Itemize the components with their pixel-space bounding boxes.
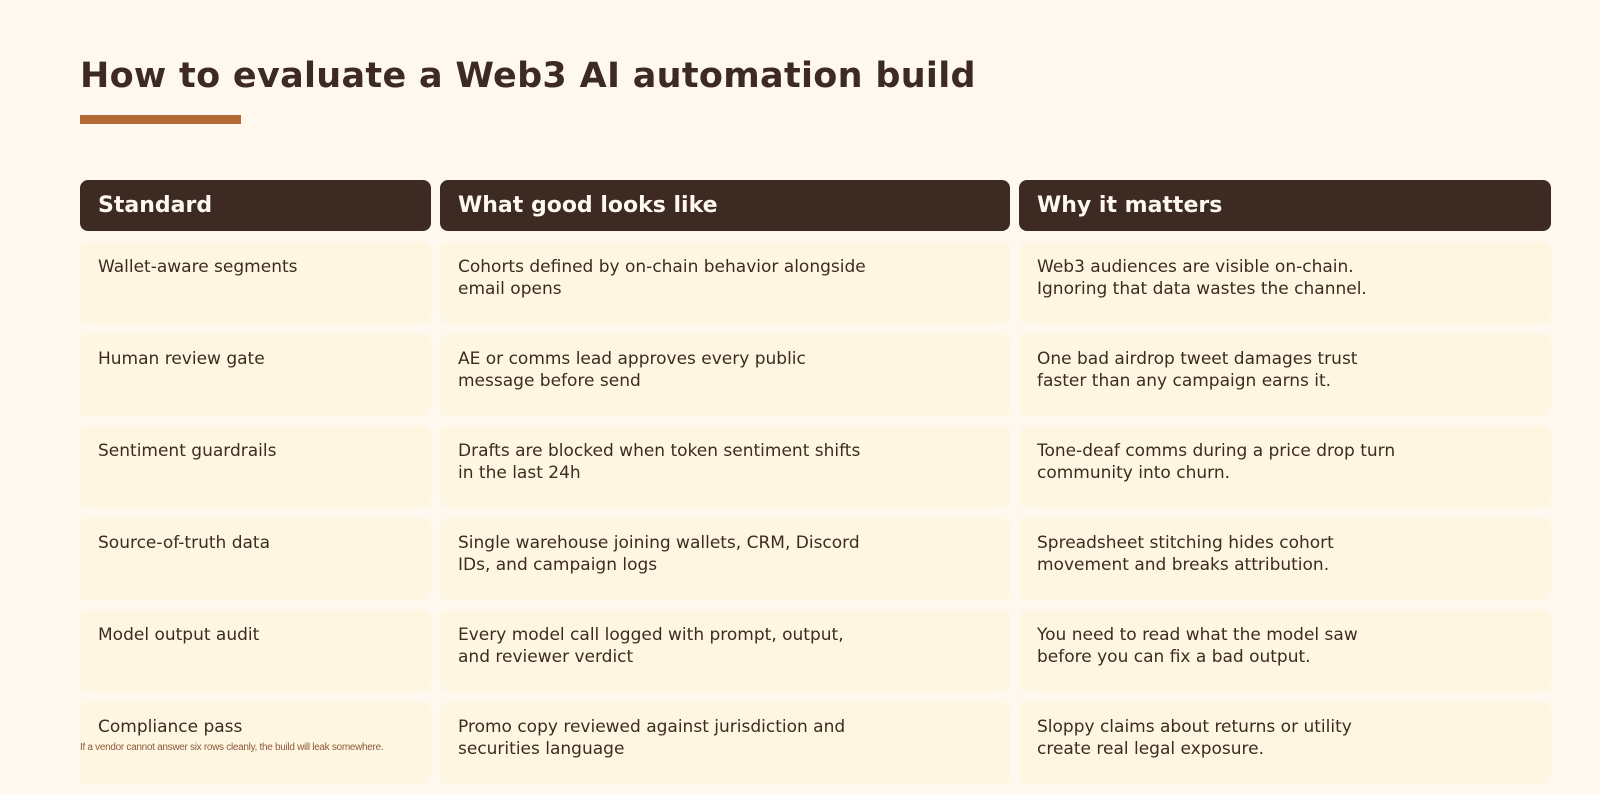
- row-4-why: Spreadsheet stitching hides cohort movem…: [1019, 518, 1551, 600]
- footnote: If a vendor cannot answer six rows clean…: [80, 742, 384, 753]
- row-3-standard: Sentiment guardrails: [80, 426, 431, 508]
- row-2-good: AE or comms lead approves every public m…: [440, 334, 1010, 416]
- title-accent-bar: [80, 115, 241, 124]
- row-4-standard: Source-of-truth data: [80, 518, 431, 600]
- row-6-standard: Compliance pass: [80, 702, 431, 784]
- header-what-good-looks-like: What good looks like: [440, 180, 1010, 231]
- row-2-standard: Human review gate: [80, 334, 431, 416]
- evaluation-table: Standard What good looks like Why it mat…: [80, 180, 1551, 794]
- header-why-it-matters: Why it matters: [1019, 180, 1551, 231]
- row-1-why: Web3 audiences are visible on-chain. Ign…: [1019, 242, 1551, 324]
- row-6-why: Sloppy claims about returns or utility c…: [1019, 702, 1551, 784]
- header-standard: Standard: [80, 180, 431, 231]
- row-5-standard: Model output audit: [80, 610, 431, 692]
- row-1-standard: Wallet-aware segments: [80, 242, 431, 324]
- page-title: How to evaluate a Web3 AI automation bui…: [80, 56, 976, 96]
- row-5-why: You need to read what the model saw befo…: [1019, 610, 1551, 692]
- row-3-good: Drafts are blocked when token sentiment …: [440, 426, 1010, 508]
- row-6-good: Promo copy reviewed against jurisdiction…: [440, 702, 1010, 784]
- row-4-good: Single warehouse joining wallets, CRM, D…: [440, 518, 1010, 600]
- row-2-why: One bad airdrop tweet damages trust fast…: [1019, 334, 1551, 416]
- row-1-good: Cohorts defined by on-chain behavior alo…: [440, 242, 1010, 324]
- row-3-why: Tone-deaf comms during a price drop turn…: [1019, 426, 1551, 508]
- row-5-good: Every model call logged with prompt, out…: [440, 610, 1010, 692]
